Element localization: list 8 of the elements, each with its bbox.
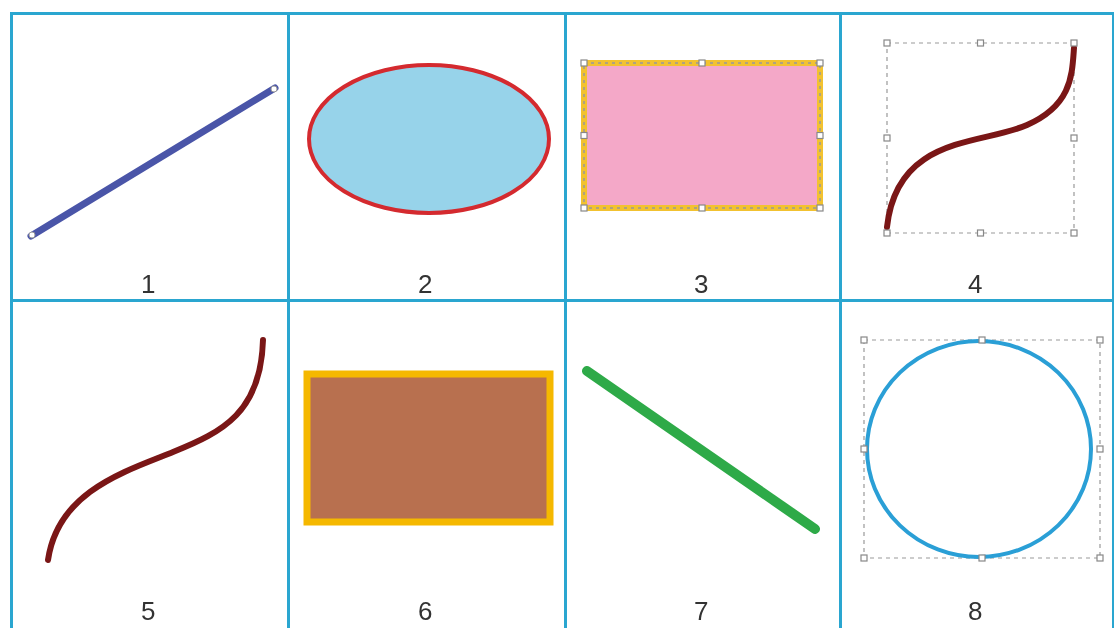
figure-number: 3 — [694, 271, 709, 297]
figure-number: 8 — [968, 598, 983, 624]
figure-number: 6 — [418, 598, 433, 624]
figure-number: 7 — [694, 598, 709, 624]
figure-number: 1 — [141, 271, 156, 297]
figure-number: 5 — [141, 598, 156, 624]
figure-number: 4 — [968, 271, 983, 297]
figure-number: 2 — [418, 271, 433, 297]
